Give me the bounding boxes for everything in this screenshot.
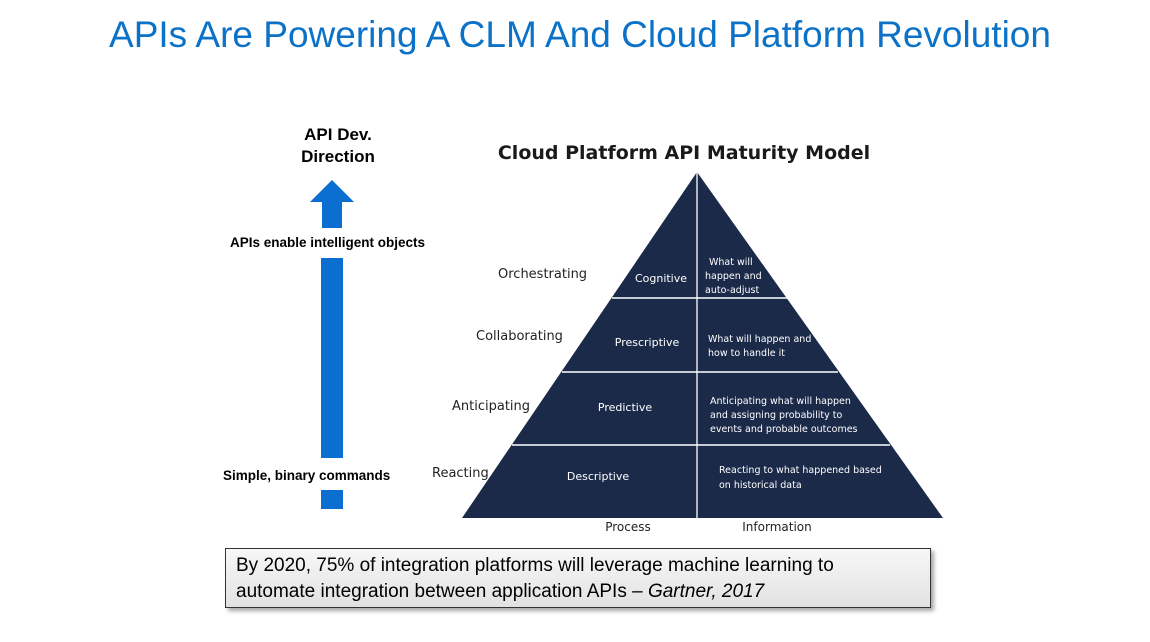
stage-label-orchestrating: Orchestrating [498, 267, 587, 282]
level-info-line: What will happen and [708, 334, 811, 345]
direction-heading: API Dev. Direction [268, 124, 408, 168]
quote-line2: automate integration between application… [236, 579, 920, 605]
level-info-line: auto-adjust [705, 285, 759, 296]
level-info-line: and assigning probability to [710, 410, 842, 421]
level-info-line: events and probable outcomes [710, 424, 858, 435]
direction-heading-line1: API Dev. [304, 125, 372, 144]
direction-bottom-label: Simple, binary commands [223, 468, 391, 483]
level-info-line: on historical data [719, 480, 802, 491]
level-info-line: Reacting to what happened based [719, 465, 882, 476]
level-type-descriptive: Descriptive [567, 470, 629, 483]
level-type-prescriptive: Prescriptive [615, 336, 680, 349]
gartner-quote-box: By 2020, 75% of integration platforms wi… [225, 548, 931, 608]
level-type-cognitive: Cognitive [635, 272, 687, 285]
page-title: APIs Are Powering A CLM And Cloud Platfo… [109, 14, 1051, 55]
column-label-information: Information [742, 520, 811, 534]
pyramid-shape [462, 172, 943, 518]
stage-label-reacting: Reacting [432, 466, 489, 481]
direction-bar-tail [321, 490, 343, 509]
stage-label-collaborating: Collaborating [476, 329, 563, 344]
direction-top-label: APIs enable intelligent objects [230, 235, 426, 250]
level-info-line: how to handle it [708, 348, 785, 359]
level-type-predictive: Predictive [598, 401, 652, 414]
direction-bar [321, 258, 343, 458]
quote-line2-text: automate integration between application… [236, 581, 648, 602]
level-info-line: happen and [705, 271, 762, 282]
direction-heading-line2: Direction [301, 147, 375, 166]
quote-line1: By 2020, 75% of integration platforms wi… [236, 555, 834, 576]
column-label-process: Process [605, 520, 651, 534]
stage-label-anticipating: Anticipating [452, 399, 530, 414]
level-info-line: Anticipating what will happen [710, 396, 851, 407]
quote-source: Gartner, 2017 [647, 581, 765, 602]
pyramid-title: Cloud Platform API Maturity Model [498, 142, 870, 164]
level-info-line: What will [709, 257, 753, 268]
